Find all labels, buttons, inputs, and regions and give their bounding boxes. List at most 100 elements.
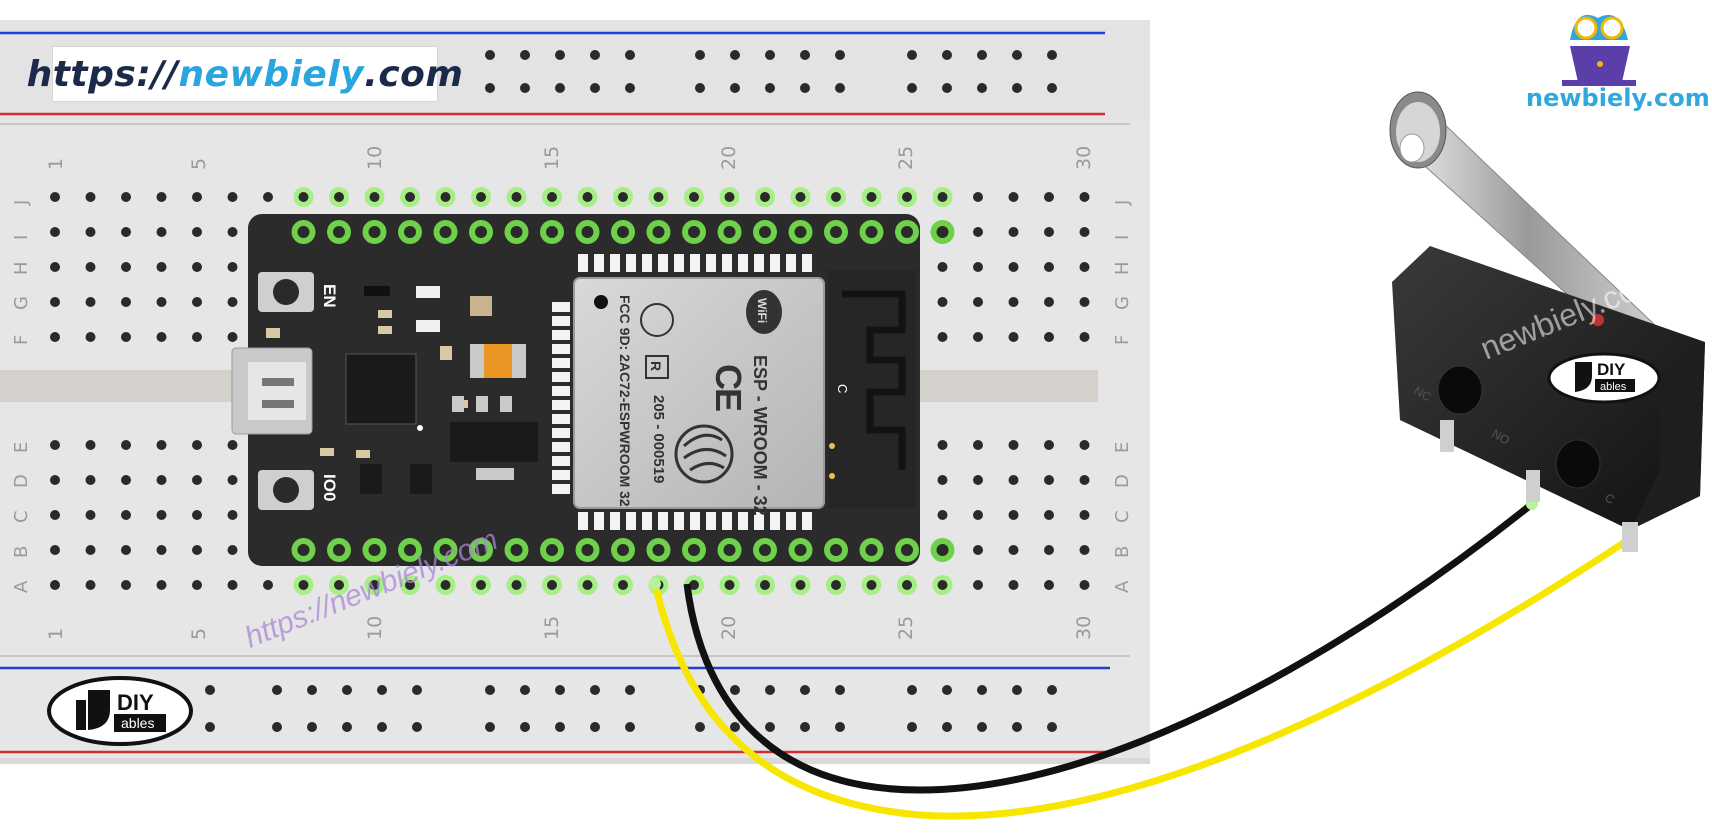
header-pin-hole — [723, 226, 736, 238]
hole — [831, 192, 841, 202]
header-pin-hole — [936, 544, 949, 556]
hole — [1044, 545, 1054, 555]
module-pad — [594, 254, 604, 272]
col-num: 10 — [364, 146, 386, 170]
hole — [547, 192, 557, 202]
hole — [192, 297, 202, 307]
module-pad — [594, 512, 604, 530]
module-pad — [754, 512, 764, 530]
rail-hole — [412, 685, 422, 695]
rail-hole — [835, 83, 845, 93]
rail-hole — [800, 83, 810, 93]
rail-hole — [907, 50, 917, 60]
module-pad — [552, 372, 570, 382]
module-pad — [552, 442, 570, 452]
rail-hole — [485, 685, 495, 695]
col-num: 10 — [364, 616, 386, 640]
rail-hole — [835, 685, 845, 695]
module-pad — [802, 254, 812, 272]
hole — [1044, 262, 1054, 272]
wifi-text: WiFi — [755, 298, 769, 323]
row-letter: I — [1112, 235, 1133, 240]
hole — [192, 580, 202, 590]
hole — [227, 297, 238, 307]
hole — [121, 227, 131, 237]
module-pad — [610, 254, 620, 272]
hole — [192, 510, 202, 520]
rail-hole — [907, 83, 917, 93]
row-letter: G — [1112, 296, 1133, 310]
row-letter: E — [11, 442, 32, 453]
header-pin-hole — [759, 544, 771, 556]
rail-hole — [625, 50, 635, 60]
row-letter: D — [1112, 474, 1133, 488]
rail-hole — [520, 83, 530, 93]
hole — [50, 297, 60, 307]
row-letter: I — [11, 235, 32, 240]
hole — [156, 227, 167, 237]
header-pin-hole — [581, 226, 594, 238]
en-button[interactable] — [258, 272, 314, 312]
header-pin-hole — [759, 226, 771, 238]
hole — [1079, 510, 1090, 520]
rail-hole — [272, 722, 282, 732]
header-pin-hole — [297, 544, 310, 556]
hole — [334, 192, 344, 202]
module-pad — [802, 512, 812, 530]
rail-hole — [1047, 685, 1057, 695]
hole — [192, 227, 202, 237]
rail-hole — [765, 722, 775, 732]
hole — [1079, 440, 1090, 450]
url-suffix: .com — [364, 53, 464, 95]
hole — [156, 510, 167, 520]
hole — [440, 580, 451, 590]
esp32-board: EN IO0 — [231, 214, 955, 566]
switch-body — [1392, 246, 1705, 530]
hole — [760, 580, 770, 590]
hole — [866, 192, 877, 202]
rail-hole — [625, 722, 635, 732]
col-num: 25 — [895, 146, 917, 170]
hole — [1044, 440, 1054, 450]
module-pad — [552, 302, 570, 312]
row-letters-right: J I H G F E D C B A — [1112, 200, 1133, 593]
header-pin-hole — [475, 544, 487, 556]
hole — [192, 545, 202, 555]
hole — [973, 545, 983, 555]
module-pad — [552, 400, 570, 410]
url-brand: newbiely — [178, 53, 365, 95]
hole — [937, 192, 948, 202]
hole — [156, 475, 167, 485]
header-pin-hole — [652, 226, 665, 238]
rail-hole — [977, 685, 987, 695]
col-num: 5 — [188, 628, 210, 640]
hole — [1079, 297, 1090, 307]
hole — [50, 545, 60, 555]
module-pad — [642, 512, 652, 530]
module-pad — [738, 512, 748, 530]
hole — [1079, 475, 1090, 485]
col-num: 30 — [1073, 146, 1095, 170]
rail-hole — [942, 685, 952, 695]
hole — [192, 440, 202, 450]
pcb-antenna: C — [828, 270, 916, 508]
hole — [405, 192, 415, 202]
module-pad — [552, 456, 570, 466]
hole — [50, 510, 60, 520]
header-pin-hole — [830, 226, 842, 238]
hole — [156, 580, 167, 590]
rail-hole — [555, 50, 565, 60]
hole — [1079, 332, 1090, 342]
module-pad — [552, 344, 570, 354]
col-num: 30 — [1073, 616, 1095, 640]
rail-hole — [377, 685, 387, 695]
hole — [369, 192, 380, 202]
hole — [511, 580, 522, 590]
hole — [263, 192, 273, 202]
hole — [1044, 475, 1054, 485]
rail-hole — [625, 685, 635, 695]
io0-button[interactable] — [258, 470, 314, 510]
hole — [192, 262, 202, 272]
limit-switch: NC NO C DIY ables newbiely.com — [1389, 91, 1705, 552]
